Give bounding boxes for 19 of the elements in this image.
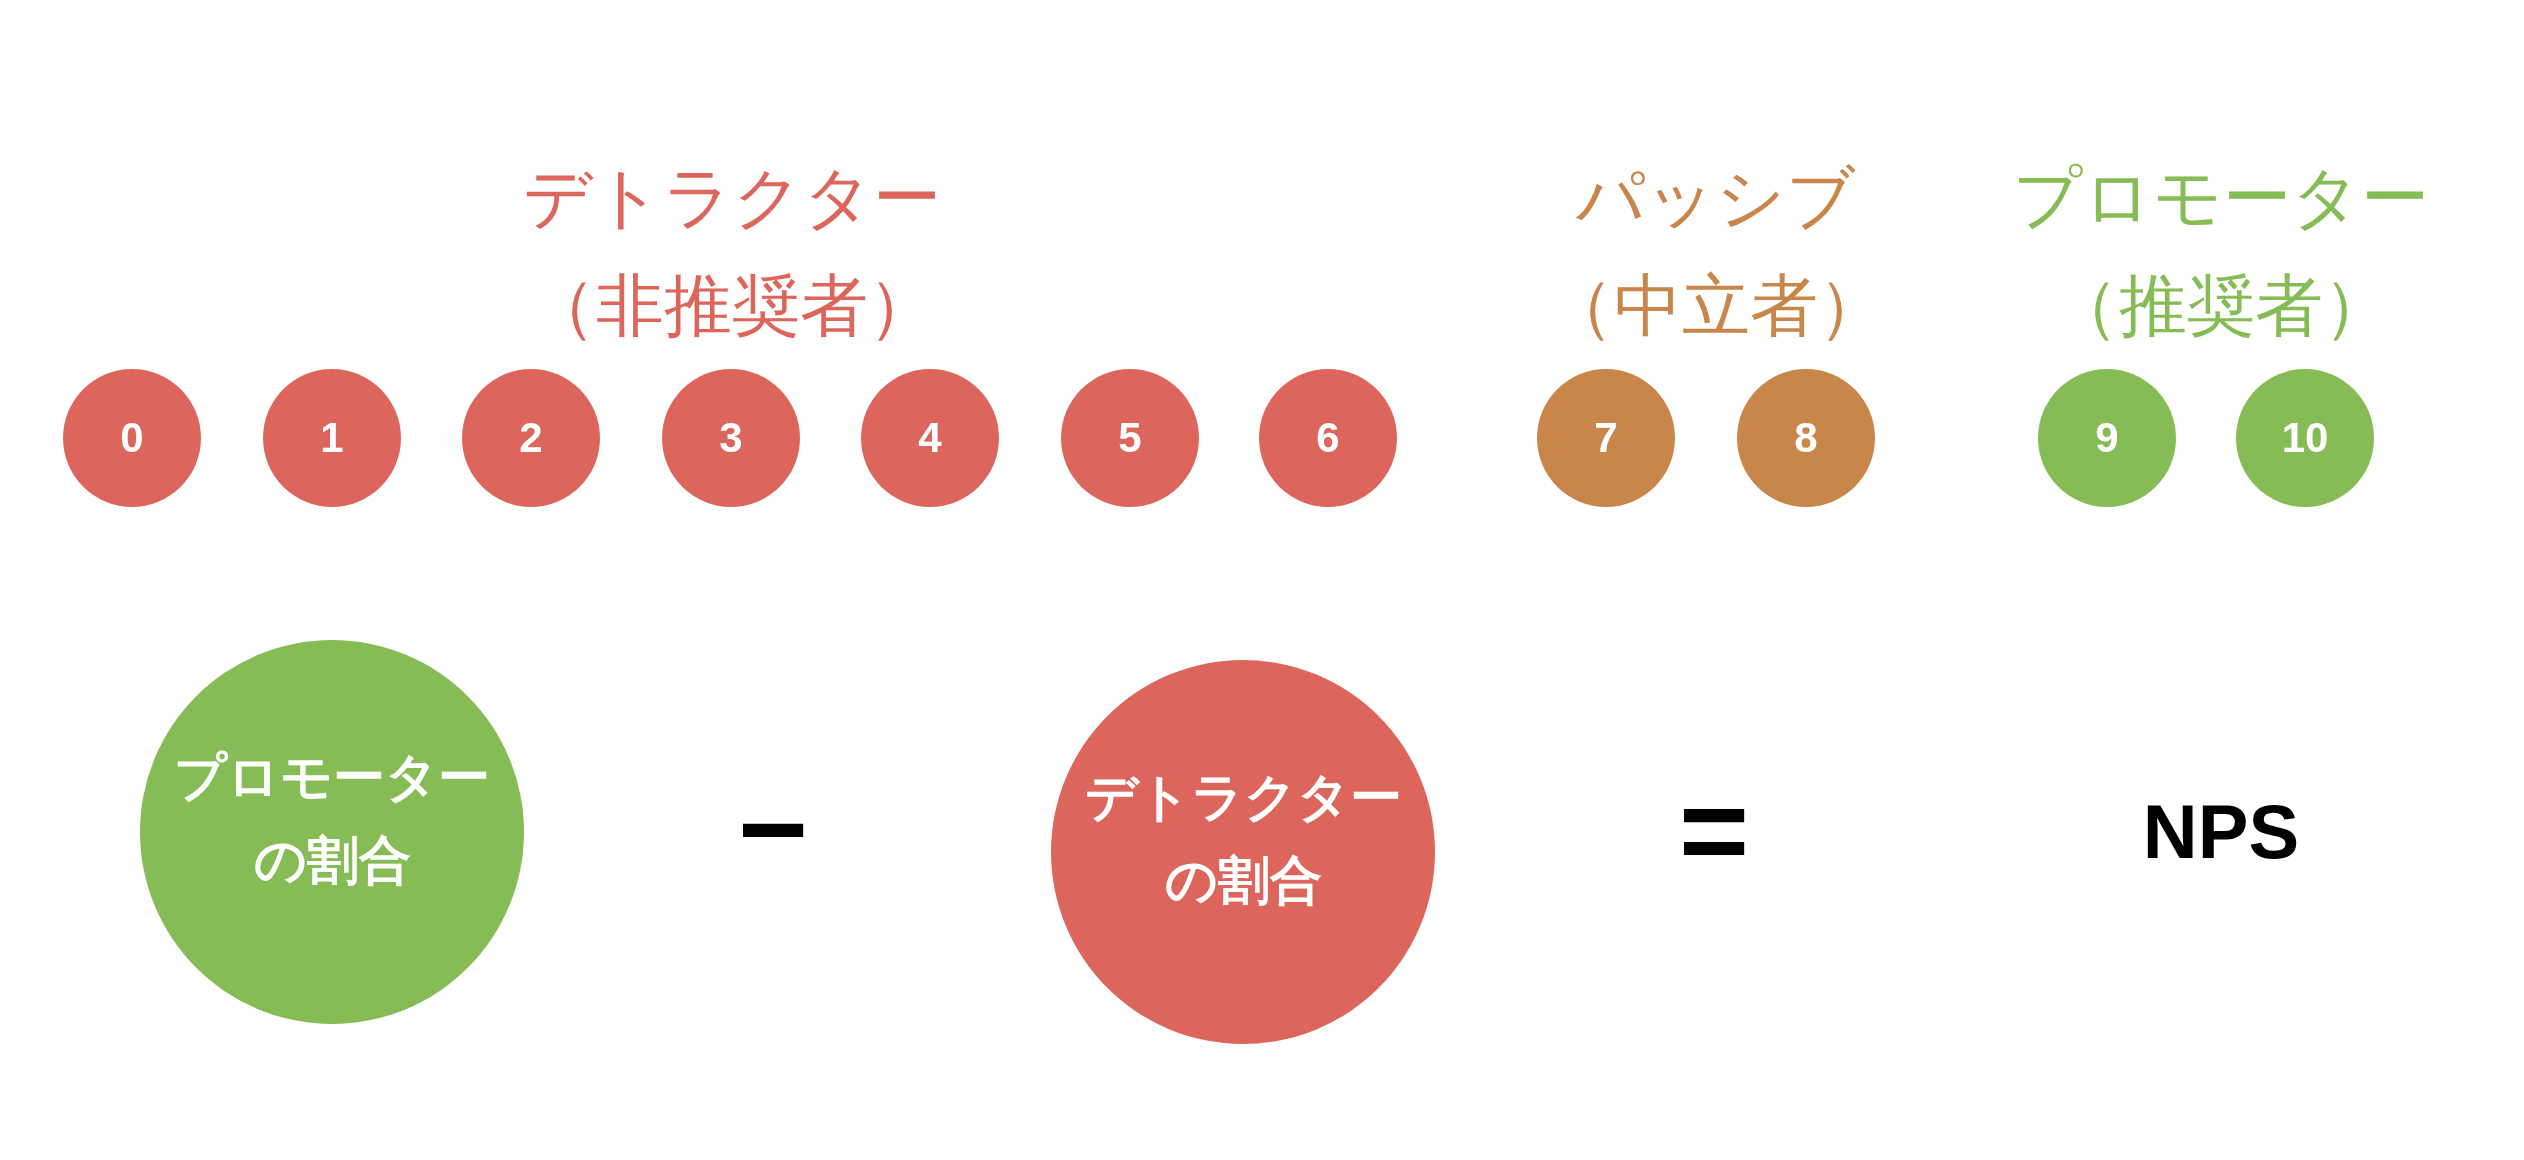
score-number: 2 bbox=[519, 414, 543, 462]
result-text: NPS bbox=[2142, 794, 2300, 870]
group-heading: パッシブ（中立者） bbox=[1545, 156, 1887, 347]
share-label: プロモーターの割合 bbox=[173, 746, 491, 891]
group-heading: デトラクター（非推奨者） bbox=[522, 156, 942, 347]
equals-sign: = bbox=[1678, 770, 1750, 890]
score-number: 10 bbox=[2281, 414, 2329, 462]
group-heading: プロモーター（推奨者） bbox=[2012, 156, 2430, 347]
score-number: 5 bbox=[1118, 414, 1142, 462]
score-number: 0 bbox=[120, 414, 144, 462]
score-number: 7 bbox=[1594, 414, 1618, 462]
score-number: 1 bbox=[320, 414, 344, 462]
score-number: 6 bbox=[1316, 414, 1340, 462]
score-number: 8 bbox=[1794, 414, 1818, 462]
minus-sign: − bbox=[737, 768, 809, 888]
score-number: 9 bbox=[2095, 414, 2119, 462]
score-number: 3 bbox=[719, 414, 743, 462]
share-label: デトラクターの割合 bbox=[1083, 766, 1403, 911]
score-number: 4 bbox=[918, 414, 942, 462]
